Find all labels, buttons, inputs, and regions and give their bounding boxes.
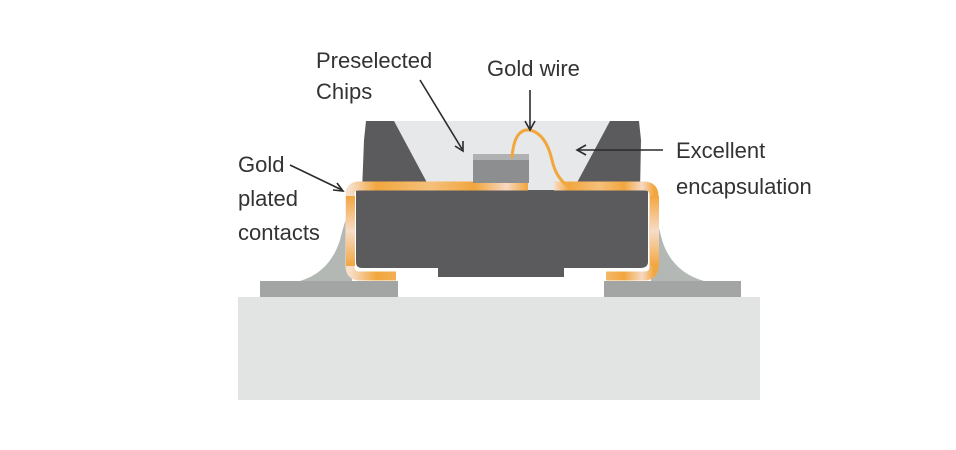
solder-pad-left (260, 281, 398, 297)
label-gold-line3: contacts (238, 220, 320, 245)
label-excellent-line1: Excellent (676, 138, 765, 163)
pcb-substrate (238, 297, 760, 400)
package-body (356, 190, 648, 277)
gold-contact-left-side (346, 196, 355, 266)
leader-lines (289, 79, 663, 192)
label-preselected-line2: Chips (316, 79, 372, 104)
reflector-wall-left (362, 121, 432, 192)
solder-fillet-left (300, 205, 352, 281)
label-gold-line1: Gold (238, 152, 284, 177)
solder-pad-right (604, 281, 741, 297)
led-chip-top (473, 154, 529, 160)
reflector-wall-right (572, 121, 641, 192)
label-preselected-line1: Preselected (316, 48, 432, 73)
leader-gold-plated (289, 164, 343, 191)
label-excellent-line2: encapsulation (676, 174, 812, 199)
gold-wire (510, 128, 569, 188)
solder-fillet-right (651, 205, 704, 281)
gold-contact-right-side (650, 196, 659, 266)
leader-preselected (419, 79, 463, 150)
label-gold-line2: plated (238, 186, 298, 211)
label-gold-wire: Gold wire (487, 56, 580, 81)
led-chip (473, 158, 529, 183)
